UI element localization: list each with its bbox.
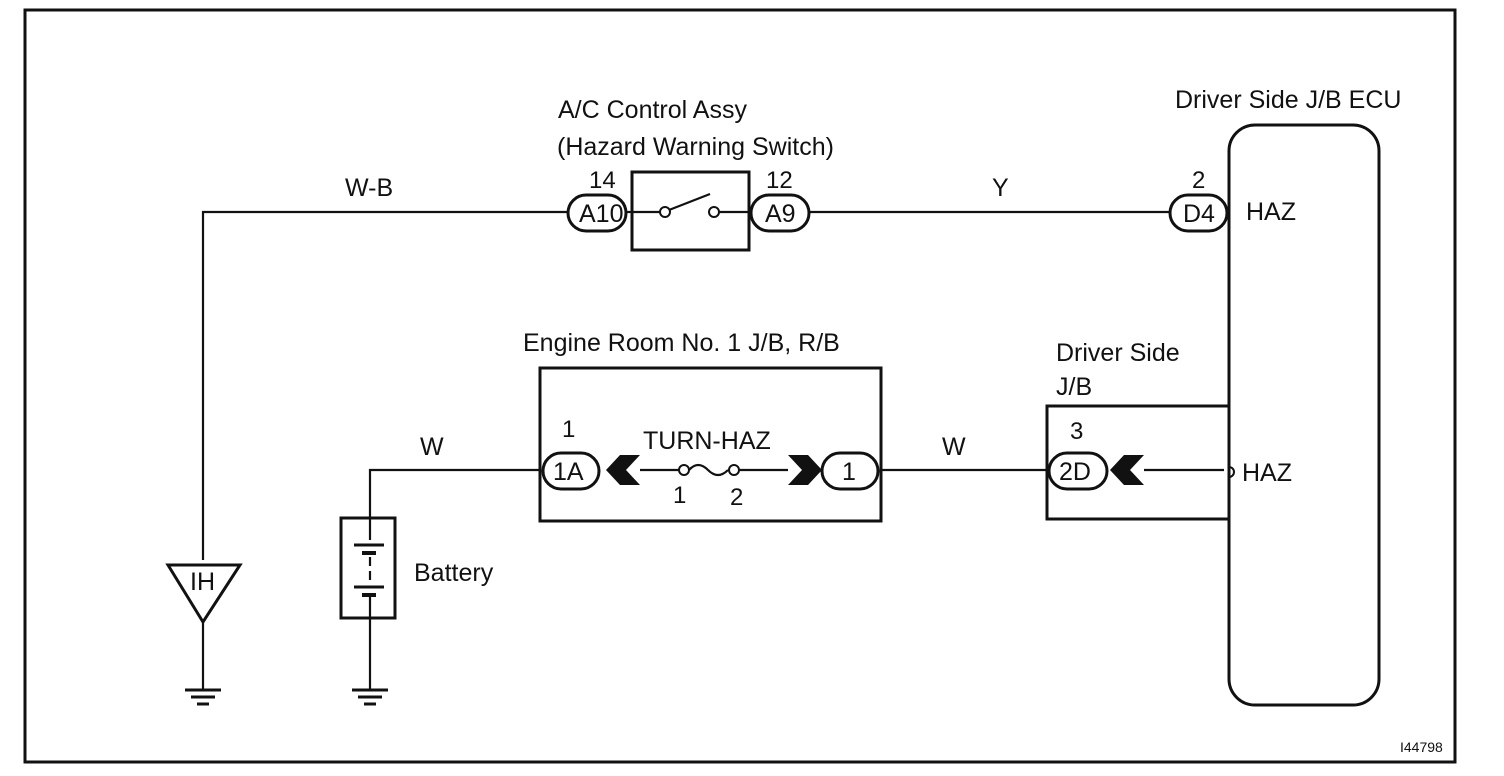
ground-symbol-battery-icon: [352, 688, 388, 706]
connector-d4: [1168, 193, 1229, 233]
connector-1a-chevron-icon: [606, 455, 640, 485]
connector-1a: [541, 451, 601, 491]
driver-side-jb-title-line1: Driver Side: [1056, 339, 1180, 367]
wire-w-battery-label: W: [420, 433, 444, 461]
fuse-label: TURN-HAZ: [643, 427, 771, 455]
figure-id: I44798: [1400, 739, 1443, 755]
connector-a10-pin: 14: [589, 167, 616, 194]
wire-w-battery: [368, 468, 543, 518]
connector-2d-chevron-icon: [1110, 455, 1144, 485]
ecu-pin-haz-bottom-label: HAZ: [1242, 459, 1292, 487]
battery-label: Battery: [414, 559, 494, 587]
connector-1-label: 1: [842, 458, 856, 486]
ground-symbol-left-icon: [185, 688, 221, 706]
connector-1a-pin: 1: [562, 416, 575, 443]
ecu-pin-top-number: 2: [1192, 167, 1205, 194]
connector-1: [820, 451, 880, 491]
wire-y-label: Y: [992, 174, 1009, 202]
connector-2d-label: 2D: [1059, 458, 1091, 486]
wire-w-b-label: W-B: [345, 174, 393, 202]
engine-room-jb-title: Engine Room No. 1 J/B, R/B: [523, 329, 840, 357]
connector-2d-pin: 3: [1070, 418, 1083, 445]
ecu-title: Driver Side J/B ECU: [1175, 86, 1401, 114]
ecu-pin-haz-top-label: HAZ: [1246, 198, 1296, 226]
connector-a9-pin: 12: [766, 167, 793, 194]
battery-icon: [339, 516, 397, 620]
ground-point-ih-icon: [165, 563, 243, 625]
fuse-pin-left: 1: [673, 482, 686, 509]
connector-2d: [1047, 451, 1109, 491]
fuse-turn-haz-icon: [688, 463, 729, 477]
switch-title-line1: A/C Control Assy: [558, 96, 747, 124]
switch-contact-right: [708, 206, 720, 218]
ground-point-ih-label: IH: [190, 568, 215, 596]
switch-lever: [668, 192, 711, 212]
connector-d4-label: D4: [1183, 200, 1215, 228]
connector-1-chevron-icon: [788, 455, 822, 485]
connector-a9-label: A9: [765, 200, 796, 228]
switch-title-line2: (Hazard Warning Switch): [557, 133, 834, 161]
wire-w-jb-label: W: [942, 433, 966, 461]
fuse-pin-right: 2: [730, 484, 743, 511]
connector-1a-label: 1A: [553, 458, 584, 486]
wire-w-b: [201, 210, 568, 560]
driver-side-jb-title-line2: J/B: [1056, 373, 1092, 401]
diagram-frame: [23, 8, 1457, 764]
connector-a10-label: A10: [579, 200, 623, 228]
switch-contact-left: [659, 206, 671, 218]
engine-room-jb-box: [538, 366, 883, 523]
